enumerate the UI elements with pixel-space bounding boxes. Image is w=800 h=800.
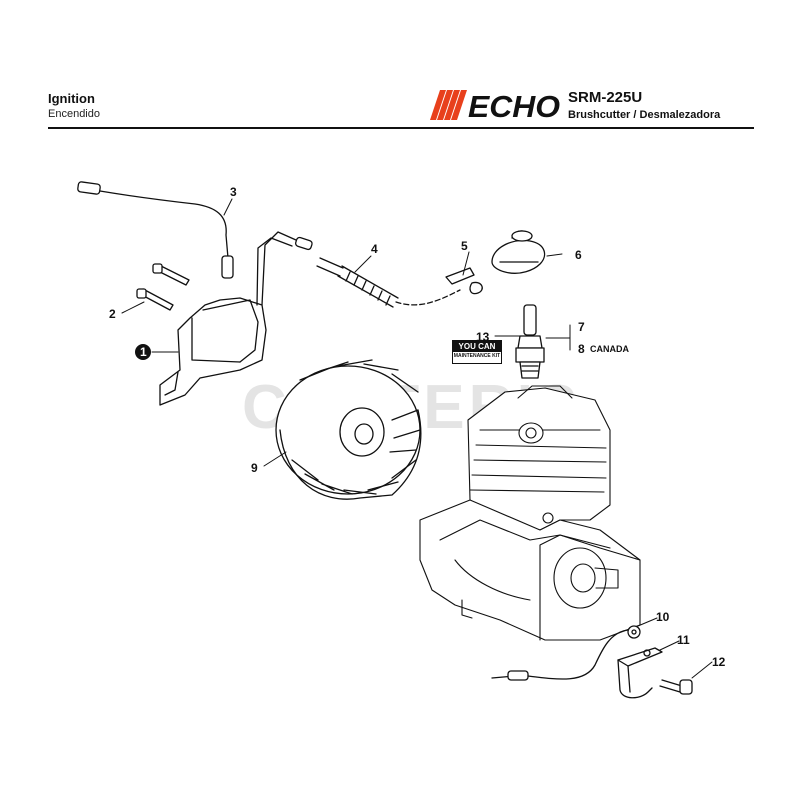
- badge-line1: YOU CAN: [453, 341, 501, 352]
- callout-10: 10: [656, 610, 670, 624]
- echo-logo: ECHO: [430, 90, 560, 120]
- ground-bracket-part: [617, 647, 663, 699]
- spark-plug-part: [515, 304, 545, 379]
- product-name: Brushcutter / Desmalezadora: [568, 109, 721, 121]
- badge-line2: MAINTENANCE KIT: [453, 353, 501, 359]
- callout-5: 5: [461, 239, 468, 253]
- ground-wire-part: [491, 625, 641, 681]
- spring-boot-part: [294, 236, 461, 308]
- section-header: Ignition Encendido: [48, 91, 100, 121]
- svg-text:ECHO: ECHO: [468, 90, 560, 120]
- callout-8: 8: [578, 342, 585, 356]
- ignition-coil-part: [159, 231, 297, 406]
- ignition-wire-part: [77, 181, 234, 279]
- callout-9: 9: [251, 461, 258, 475]
- callout-2: 2: [109, 307, 116, 321]
- ground-screw-part: [659, 679, 693, 695]
- callout-7: 7: [578, 320, 585, 334]
- page-subtitle: Encendido: [48, 108, 100, 120]
- callout-3: 3: [230, 185, 237, 199]
- callout-leaders: [121, 198, 713, 679]
- spark-plug-cap-part: [491, 230, 546, 274]
- maintenance-kit-badge: YOU CAN MAINTENANCE KIT: [452, 340, 502, 364]
- callout-11: 11: [677, 633, 690, 647]
- engine-body: [419, 385, 641, 641]
- callout-6: 6: [575, 248, 582, 262]
- page-title: Ignition: [48, 91, 95, 106]
- flywheel-part: [275, 359, 422, 500]
- callout-1: 1: [140, 345, 147, 359]
- callout-4: 4: [371, 242, 378, 256]
- model-number: SRM-225U: [568, 89, 643, 106]
- callout-1-marker: [135, 344, 151, 360]
- callout-8-note: CANADA: [590, 344, 629, 354]
- header-divider: [48, 127, 754, 129]
- callout-12: 12: [712, 655, 726, 669]
- ignition-coil-bolts-part: [136, 263, 190, 311]
- spring-clip-part: [445, 267, 483, 295]
